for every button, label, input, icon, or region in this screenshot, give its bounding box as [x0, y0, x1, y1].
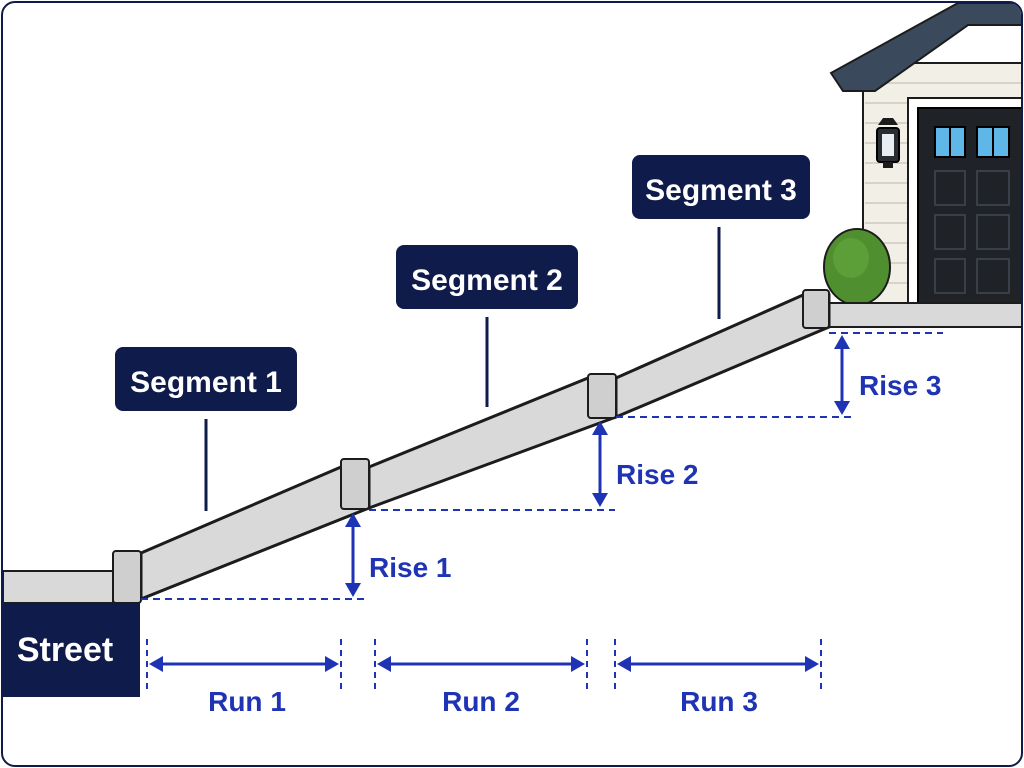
lantern-icon	[876, 118, 900, 168]
segment-3-slab	[614, 293, 831, 420]
segment-3-label: Segment 3	[645, 174, 797, 207]
shrub	[823, 228, 891, 306]
roof	[829, 3, 1021, 92]
run-1-label: Run 1	[208, 686, 286, 717]
street-curb-slab	[3, 570, 114, 604]
run-1-dimension: Run 1	[149, 656, 339, 717]
segment-3-callout: Segment 3	[632, 155, 810, 319]
segment-2-callout: Segment 2	[396, 245, 578, 407]
segment-1-slab	[139, 465, 371, 602]
segment-1-callout: Segment 1	[115, 347, 297, 511]
garage-apron	[828, 302, 1021, 328]
rise-3-label: Rise 3	[859, 370, 942, 401]
garage-panels	[934, 170, 1010, 294]
run-2-label: Run 2	[442, 686, 520, 717]
rise-2-label: Rise 2	[616, 459, 699, 490]
joint-post-1	[112, 550, 142, 604]
segment-1-label: Segment 1	[130, 366, 282, 399]
driveway-slope-diagram: Street Segment 1 Segment 2 Segment 3	[3, 3, 1021, 717]
segment-2-slab	[367, 376, 618, 511]
joint-post-4	[802, 289, 830, 329]
run-2-dimension: Run 2	[377, 656, 585, 717]
street-block	[3, 603, 140, 697]
joint-post-3	[587, 373, 617, 419]
rise-1-dimension: Rise 1	[345, 513, 452, 597]
rise-1-label: Rise 1	[369, 552, 452, 583]
driveway	[112, 289, 831, 604]
rise-3-dimension: Rise 3	[834, 335, 942, 415]
rise-2-dimension: Rise 2	[592, 421, 699, 507]
garage-windows	[934, 126, 1010, 158]
house	[823, 3, 1021, 328]
street-label: Street	[17, 631, 113, 669]
run-3-dimension: Run 3	[617, 656, 819, 717]
segment-2-label: Segment 2	[411, 264, 563, 297]
reference-dashed-lines	[141, 332, 943, 600]
run-extension-lines	[146, 639, 822, 693]
run-3-label: Run 3	[680, 686, 758, 717]
joint-post-2	[340, 458, 370, 510]
